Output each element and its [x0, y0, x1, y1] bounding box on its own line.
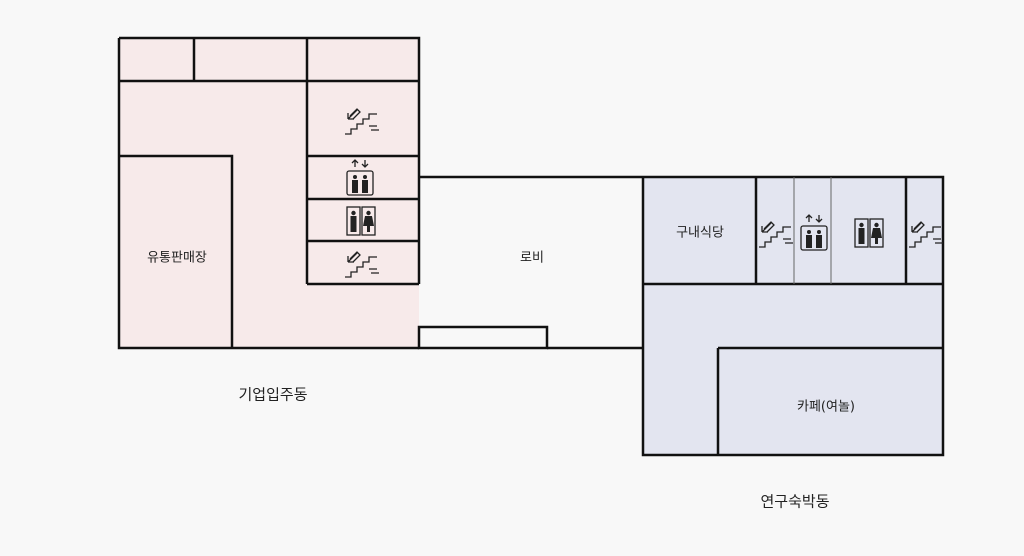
room-label-cafeteria[interactable]: 구내식당 [676, 225, 724, 241]
building-label-b: 연구숙박동 [760, 492, 830, 511]
room-label-lobby[interactable]: 로비 [520, 250, 544, 266]
building-a-area [119, 38, 419, 348]
building-a-walls [117, 36, 549, 350]
room-label-cafe[interactable]: 카페(여놀) [797, 399, 855, 415]
building-b-walls [641, 175, 945, 457]
building-b-area [643, 177, 943, 455]
room-label-retail[interactable]: 유통판매장 [147, 250, 207, 266]
lobby-walls [419, 175, 643, 350]
building-label-a: 기업입주동 [238, 385, 308, 404]
